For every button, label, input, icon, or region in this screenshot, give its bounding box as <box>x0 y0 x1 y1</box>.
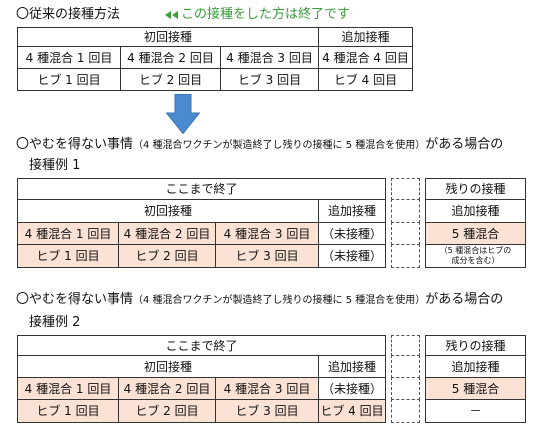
gap-cell <box>391 377 420 400</box>
dose-cell: ヒブ 1 回目 <box>17 68 121 91</box>
conventional-schedule-table: 初回接種 追加接種 4 種混合 1 回目 4 種混合 2 回目 4 種混合 3 … <box>17 27 413 91</box>
gap-cell <box>391 399 420 423</box>
gap-cell <box>391 199 420 223</box>
gap-cell <box>391 244 420 268</box>
dose-cell: 4 種混合 1 回目 <box>17 222 119 245</box>
dose-cell: ヒブ 2 回目 <box>118 399 216 423</box>
dose-cell: 4 種混合 4 回目 <box>318 46 413 69</box>
dose-cell: 4 種混合 2 回目 <box>120 46 221 69</box>
example-1-table: ここまで終了 残りの接種 初回接種 追加接種 追加接種 4 種混合 1 回目 4… <box>17 178 526 268</box>
remaining-booster-header: 追加接種 <box>425 199 526 223</box>
dose-cell: ヒブ 1 回目 <box>17 244 119 268</box>
gap-cell <box>391 222 420 245</box>
remaining-dose-cell: 5 種混合 <box>425 222 526 245</box>
dose-cell: 4 種混合 3 回目 <box>220 46 319 69</box>
example-2-heading: 〇やむを得ない事情（4 種混合ワクチンが製造終了し残りの接種に 5 種混合を使用… <box>16 292 503 309</box>
heading-tail: がある場合の <box>425 137 504 152</box>
dose-cell: ヒブ 1 回目 <box>17 399 119 423</box>
dose-cell: ヒブ 4 回目 <box>318 68 413 91</box>
booster-header: 追加接種 <box>318 27 413 47</box>
initial-header: 初回接種 <box>17 199 319 223</box>
initial-header: 初回接種 <box>17 355 319 378</box>
dose-cell: 4 種混合 1 回目 <box>17 46 121 69</box>
remaining-dose-cell: － <box>425 399 526 423</box>
gap-cell <box>391 335 420 356</box>
dose-cell: 4 種混合 2 回目 <box>118 377 216 400</box>
heading-parenthetical: （4 種混合ワクチンが製造終了し残りの接種に 5 種混合を使用） <box>133 295 426 306</box>
dose-cell: 4 種混合 2 回目 <box>118 222 216 245</box>
down-arrow-icon <box>166 94 200 134</box>
dose-cell: （未接種） <box>318 377 386 400</box>
conventional-note: この接種をした方は終了です <box>165 7 350 23</box>
heading-main: 〇やむを得ない事情 <box>16 292 134 307</box>
dose-cell: 4 種混合 1 回目 <box>17 377 119 400</box>
done-header: ここまで終了 <box>17 335 386 356</box>
dose-cell: ヒブ 2 回目 <box>118 244 216 268</box>
done-header: ここまで終了 <box>17 178 386 200</box>
remaining-note-cell: （5 種混合はヒブの 成分を含む） <box>425 244 526 268</box>
dose-cell: 4 種混合 3 回目 <box>215 377 319 400</box>
conventional-heading: 〇従来の接種方法 <box>16 7 121 22</box>
heading-main: 〇やむを得ない事情 <box>16 137 134 152</box>
remaining-header: 残りの接種 <box>425 178 526 200</box>
dose-cell: （未接種） <box>318 222 386 245</box>
booster-header: 追加接種 <box>318 199 386 223</box>
gap-cell <box>391 355 420 378</box>
double-left-triangle-icon <box>165 10 178 19</box>
example-1-heading: 〇やむを得ない事情（4 種混合ワクチンが製造終了し残りの接種に 5 種混合を使用… <box>16 137 503 154</box>
heading-tail: がある場合の <box>425 292 504 307</box>
dose-cell: ヒブ 3 回目 <box>220 68 319 91</box>
remaining-dose-cell: 5 種混合 <box>425 377 526 400</box>
dose-cell: ヒブ 3 回目 <box>215 399 319 423</box>
gap-cell <box>391 178 420 200</box>
note-text: この接種をした方は終了です <box>181 7 351 22</box>
dose-cell: 4 種混合 3 回目 <box>215 222 319 245</box>
example-1-label: 接種例 1 <box>29 158 81 173</box>
dose-cell: ヒブ 4 回目 <box>318 399 386 423</box>
example-2-label: 接種例 2 <box>29 315 81 330</box>
dose-cell: ヒブ 3 回目 <box>215 244 319 268</box>
example-2-table: ここまで終了 残りの接種 初回接種 追加接種 追加接種 4 種混合 1 回目 4… <box>17 335 526 423</box>
dose-cell: （未接種） <box>318 244 386 268</box>
initial-header: 初回接種 <box>17 27 319 47</box>
remaining-booster-header: 追加接種 <box>425 355 526 378</box>
booster-header: 追加接種 <box>318 355 386 378</box>
remaining-header: 残りの接種 <box>425 335 526 356</box>
heading-parenthetical: （4 種混合ワクチンが製造終了し残りの接種に 5 種混合を使用） <box>133 140 426 151</box>
dose-cell: ヒブ 2 回目 <box>120 68 221 91</box>
